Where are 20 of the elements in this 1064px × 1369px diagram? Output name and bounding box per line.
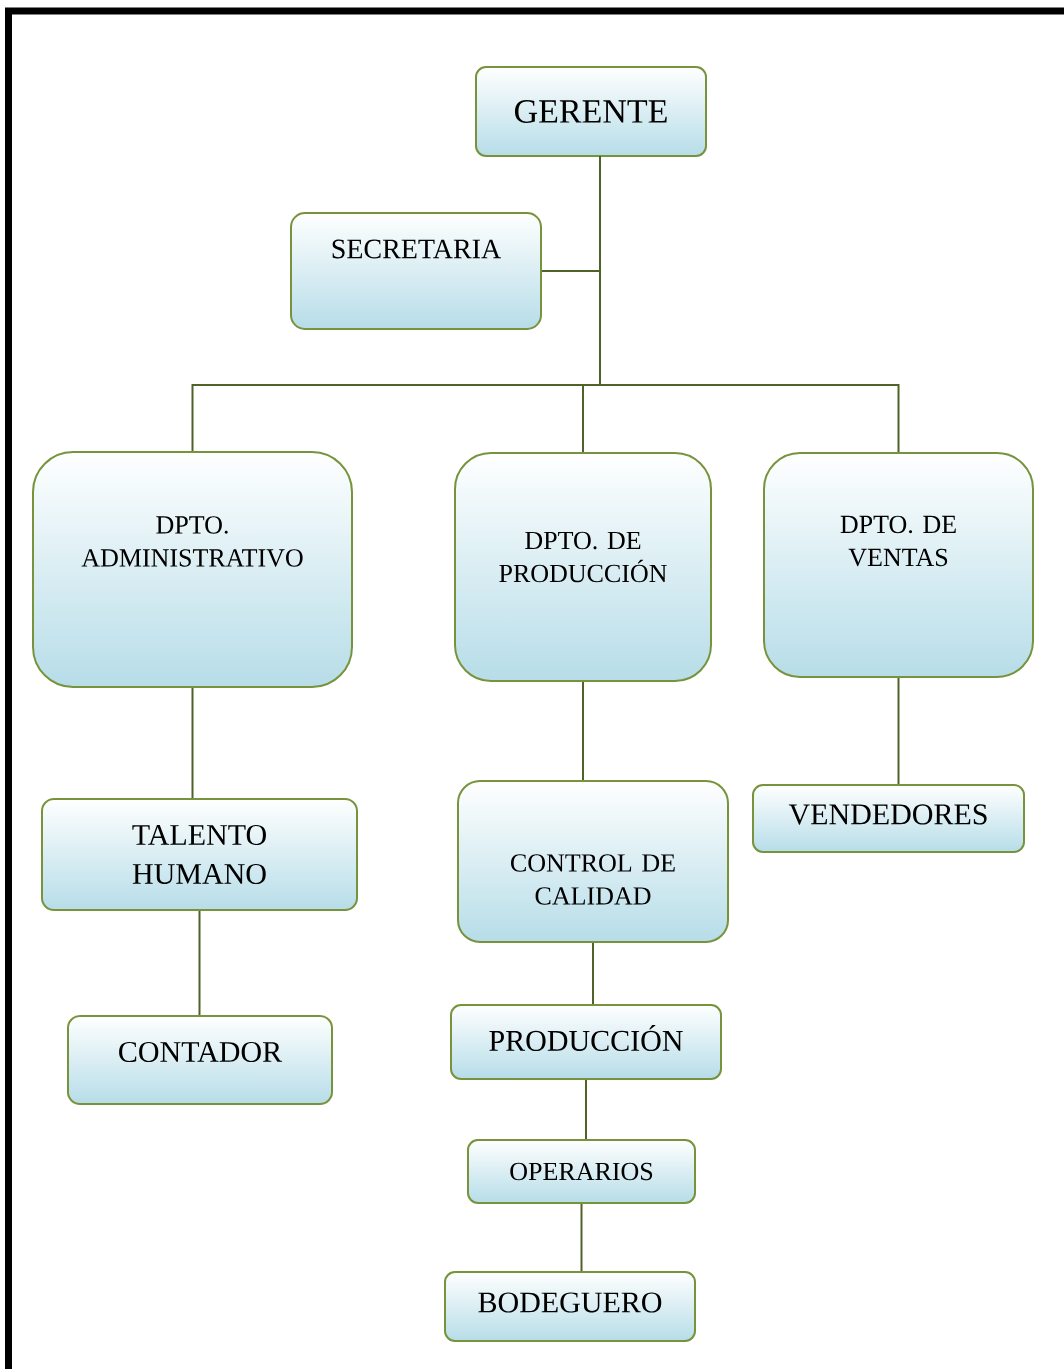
connector-line: [897, 677, 900, 785]
connector-line: [198, 910, 201, 1016]
connector-line: [582, 681, 584, 781]
org-box: DPTO. ADMINISTRATIVO: [32, 451, 353, 688]
connector-line: [599, 155, 900, 453]
org-box: TALENTO HUMANO: [41, 798, 358, 911]
org-box: CONTROL DE CALIDAD: [457, 780, 729, 943]
org-box: PRODUCCIÓN: [450, 1004, 722, 1080]
org-box: OPERARIOS: [467, 1139, 696, 1204]
org-box: BODEGUERO: [444, 1271, 696, 1342]
connector-line: [585, 1079, 587, 1140]
connector-line: [191, 687, 194, 799]
connector-line: [580, 1203, 583, 1272]
org-box: GERENTE: [475, 66, 707, 157]
org-box: VENDEDORES: [752, 784, 1025, 853]
org-box: CONTADOR: [67, 1015, 333, 1105]
org-box: DPTO. DE PRODUCCIÓN: [454, 452, 712, 682]
connector-line: [592, 942, 594, 1005]
org-box: DPTO. DE VENTAS: [763, 452, 1034, 678]
org-box: SECRETARIA: [290, 212, 542, 330]
